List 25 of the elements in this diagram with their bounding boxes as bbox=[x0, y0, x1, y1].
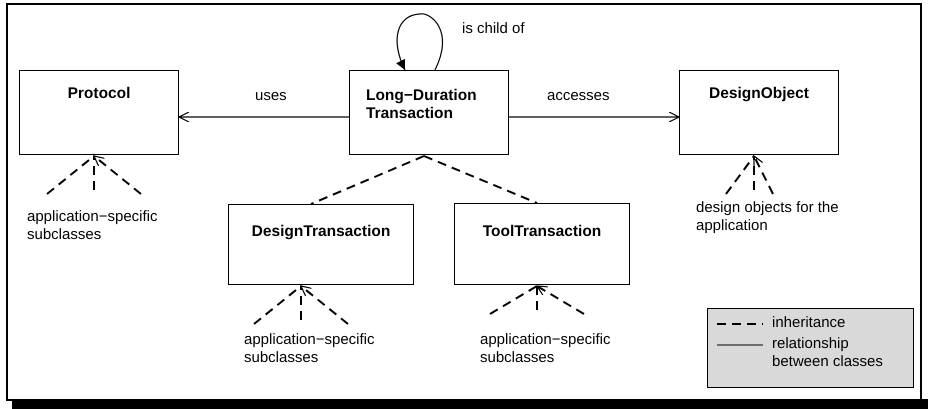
class-name: ToolTransaction bbox=[482, 223, 602, 241]
dashed-connector bbox=[489, 285, 585, 315]
dashed-connector bbox=[725, 155, 774, 195]
arrow bbox=[396, 13, 444, 70]
arrow bbox=[178, 111, 349, 123]
dashed-connector bbox=[253, 285, 349, 325]
dashed-connector bbox=[46, 155, 142, 195]
legend-text: inheritance bbox=[772, 314, 846, 332]
class-box bbox=[349, 70, 509, 155]
subclass-note: application−specific subclasses bbox=[244, 331, 414, 367]
legend-text: relationship between classes bbox=[772, 335, 884, 371]
class-name: Long−Duration Transaction bbox=[366, 87, 478, 123]
dashed-connector bbox=[310, 155, 424, 205]
dashed-connector bbox=[424, 155, 538, 204]
class-name: DesignObject bbox=[708, 85, 810, 103]
class-name: DesignTransaction bbox=[250, 223, 392, 241]
class-box bbox=[679, 70, 839, 155]
class-box bbox=[19, 70, 179, 155]
subclass-note: application−specific subclasses bbox=[27, 208, 177, 244]
class-box bbox=[454, 203, 630, 285]
subclass-note: application−specific subclasses bbox=[480, 331, 650, 367]
arrow bbox=[509, 111, 680, 123]
class-name: Protocol bbox=[66, 85, 132, 103]
class-box bbox=[228, 204, 414, 285]
subclass-note: design objects for the application bbox=[696, 199, 886, 235]
